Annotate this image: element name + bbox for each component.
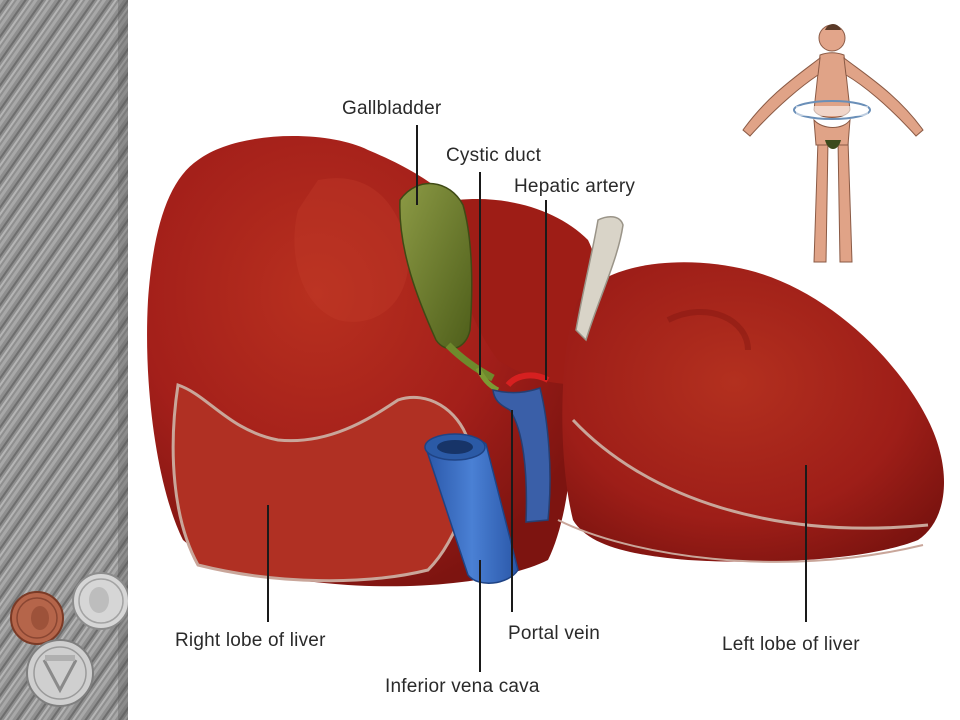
liver-anatomy-illustration: Gallbladder Cystic duct Hepatic artery R… [128, 0, 960, 720]
left-lobe-shape [562, 262, 945, 562]
penny-coin-image [10, 591, 64, 645]
hepatic-artery-label: Hepatic artery [514, 176, 636, 197]
falciform-ligament [575, 215, 624, 342]
inferior-vena-cava-shape [424, 433, 519, 584]
portal-vein-shape [492, 387, 551, 523]
cystic-duct-label: Cystic duct [446, 145, 542, 166]
right-lobe-label: Right lobe of liver [175, 630, 326, 651]
hepatic-artery-shape [505, 372, 550, 388]
gallbladder-label: Gallbladder [342, 98, 442, 119]
decorative-side-panel [0, 0, 128, 720]
portal-vein-label: Portal vein [508, 623, 600, 644]
human-body-locator-icon [742, 24, 924, 263]
inferior-vena-cava-label: Inferior vena cava [385, 676, 540, 697]
gallbladder-shape [399, 183, 473, 350]
left-lobe-label: Left lobe of liver [722, 634, 860, 655]
quarter-coin-image [26, 639, 94, 707]
dime-coin-image [72, 572, 128, 630]
